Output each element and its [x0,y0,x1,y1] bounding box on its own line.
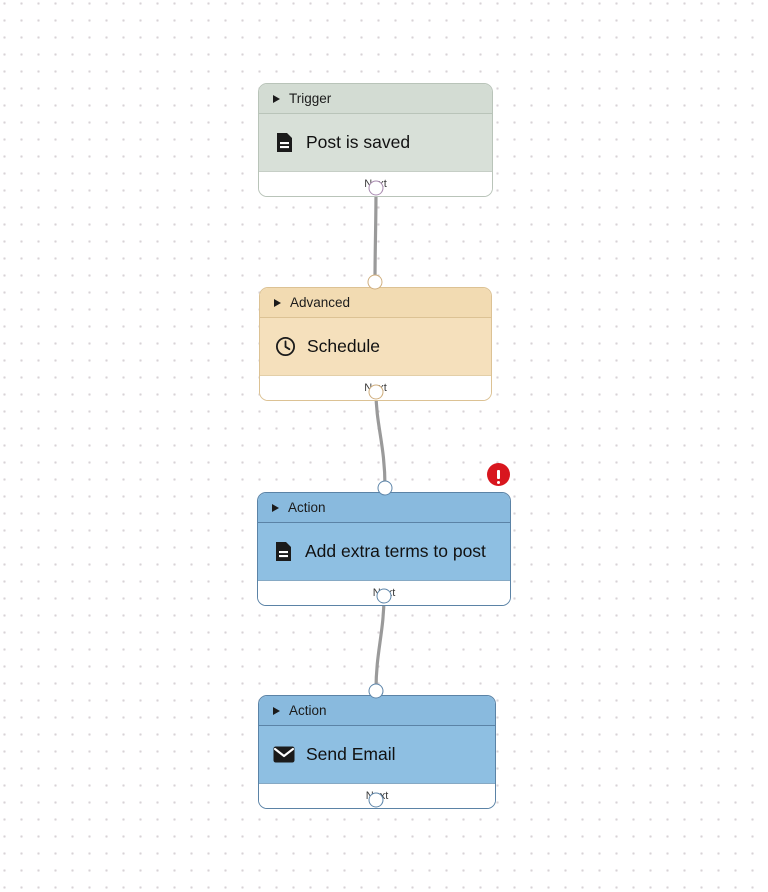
envelope-icon [273,744,295,766]
node-title: Post is saved [306,132,411,152]
output-port-action-send-email[interactable] [368,792,384,808]
workflow-node-trigger[interactable]: Trigger Post is saved Next [258,83,493,197]
edge-trigger-to-advanced [373,186,378,283]
exclamation-mark [496,470,501,485]
node-type-label: Action [289,703,327,718]
workflow-node-action-add-terms[interactable]: Action Add extra terms to post Next [257,492,511,606]
input-port-action-add-terms[interactable] [377,480,393,496]
document-icon [272,541,294,563]
edge-advanced-to-action [374,390,387,489]
node-header-advanced[interactable]: Advanced [260,288,491,318]
expand-triangle-icon[interactable] [272,503,279,512]
output-port-trigger[interactable] [368,180,384,196]
node-title: Send Email [306,744,396,764]
node-body-action[interactable]: Add extra terms to post [258,523,510,580]
clock-icon [274,336,296,358]
expand-triangle-icon[interactable] [274,298,281,307]
workflow-node-advanced[interactable]: Advanced Schedule Next [259,287,492,401]
document-icon [273,132,295,154]
node-type-label: Action [288,500,326,515]
edge-action-to-sendemail [374,594,386,692]
node-header-action[interactable]: Action [259,696,495,726]
node-title: Schedule [307,336,380,356]
node-title: Add extra terms to post [305,541,486,561]
output-port-advanced[interactable] [368,384,384,400]
workflow-node-action-send-email[interactable]: Action Send Email Next [258,695,496,809]
input-port-advanced[interactable] [367,274,383,290]
node-body-advanced[interactable]: Schedule [260,318,491,375]
node-type-label: Advanced [290,295,351,310]
expand-triangle-icon[interactable] [273,706,280,715]
node-body-action[interactable]: Send Email [259,726,495,783]
node-header-trigger[interactable]: Trigger [259,84,492,114]
input-port-action-send-email[interactable] [368,683,384,699]
output-port-action-add-terms[interactable] [376,588,392,604]
node-header-action[interactable]: Action [258,493,510,523]
node-body-trigger[interactable]: Post is saved [259,114,492,171]
expand-triangle-icon[interactable] [273,94,280,103]
node-type-label: Trigger [289,91,332,106]
error-badge-icon[interactable] [487,463,510,486]
